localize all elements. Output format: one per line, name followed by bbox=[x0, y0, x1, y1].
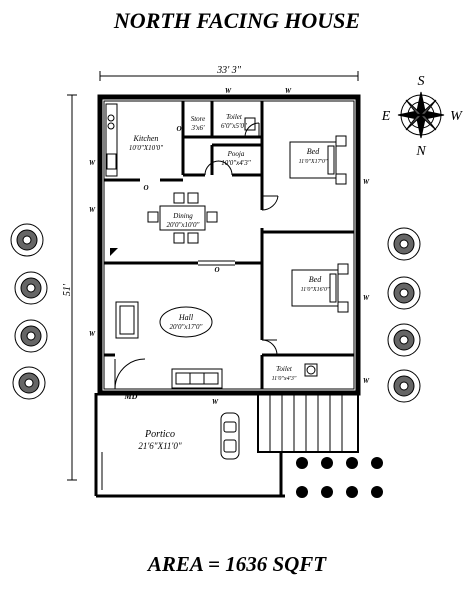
bed1-size: 11'0"X17'0" bbox=[299, 159, 328, 165]
trees-left bbox=[10, 223, 48, 400]
window-mark: W bbox=[285, 87, 292, 95]
window-mark: W bbox=[89, 159, 96, 167]
bed1-name: Bed bbox=[307, 147, 320, 156]
window-mark: W bbox=[363, 294, 370, 302]
pooja-size: 10'0"x4'3" bbox=[221, 159, 251, 167]
stair-marker bbox=[110, 248, 118, 256]
dining-table bbox=[147, 192, 218, 244]
depth-dimension bbox=[67, 94, 77, 481]
toilet-top-size: 6'0"x5'0" bbox=[221, 122, 247, 130]
window-mark: W bbox=[363, 178, 370, 186]
portico bbox=[94, 393, 285, 498]
portico-name: Portico bbox=[144, 429, 175, 440]
page-title: NORTH FACING HOUSE bbox=[113, 8, 361, 33]
shrubs bbox=[296, 457, 383, 498]
bed-2 bbox=[291, 263, 349, 313]
interior-walls bbox=[104, 101, 354, 389]
window-mark: W bbox=[225, 87, 232, 95]
window-mark: W bbox=[363, 377, 370, 385]
depth-label: 51' bbox=[62, 283, 73, 296]
bed2-size: 11'0"X16'0" bbox=[301, 287, 330, 293]
dining-size: 20'0"x10'0" bbox=[167, 221, 200, 229]
bed2-name: Bed bbox=[309, 275, 322, 284]
store-size: 3'x6' bbox=[190, 124, 205, 132]
width-label: 33' 3" bbox=[216, 65, 242, 76]
width-dimension bbox=[99, 71, 359, 81]
window-mark: W bbox=[89, 330, 96, 338]
opening-mark: O bbox=[143, 184, 148, 192]
toilet-fixtures bbox=[244, 117, 318, 377]
dining-name: Dining bbox=[172, 212, 193, 220]
bed-1 bbox=[289, 135, 347, 185]
kitchen-counter bbox=[105, 103, 118, 177]
door-swings bbox=[114, 122, 279, 390]
toilet-bottom-size: 11'0"x4'3" bbox=[272, 375, 297, 382]
opening-mark: O bbox=[214, 266, 219, 274]
compass-rose bbox=[397, 91, 445, 139]
portico-size: 21'6"X11'0" bbox=[138, 441, 181, 451]
opening-mark: O bbox=[176, 125, 181, 133]
area-label: AREA = 1636 SQFT bbox=[147, 552, 327, 576]
pooja-name: Pooja bbox=[227, 150, 245, 158]
compass-bottom-label: N bbox=[415, 144, 426, 159]
hall-size: 20'0"x17'0" bbox=[170, 323, 203, 331]
car bbox=[220, 412, 240, 460]
sofa-left bbox=[115, 301, 139, 339]
kitchen-size: 10'0"X10'0" bbox=[129, 144, 163, 152]
staircase bbox=[257, 392, 359, 453]
toilet-top-name: Toilet bbox=[226, 113, 243, 121]
outer-walls bbox=[97, 94, 361, 396]
store-name: Store bbox=[191, 115, 206, 123]
trees-right bbox=[387, 227, 421, 403]
hall-label-ellipse bbox=[159, 306, 213, 338]
compass-top-label: S bbox=[418, 74, 425, 89]
hall-name: Hall bbox=[178, 313, 194, 322]
sofa-bottom bbox=[171, 368, 223, 389]
windows bbox=[198, 94, 361, 396]
toilet-bottom-name: Toilet bbox=[276, 365, 293, 373]
compass-right-label: W bbox=[450, 109, 463, 124]
window-mark: W bbox=[212, 398, 219, 406]
kitchen-name: Kitchen bbox=[133, 134, 159, 143]
main-door-mark: MD bbox=[124, 392, 138, 401]
window-mark: W bbox=[89, 206, 96, 214]
compass-left-label: E bbox=[381, 109, 391, 124]
